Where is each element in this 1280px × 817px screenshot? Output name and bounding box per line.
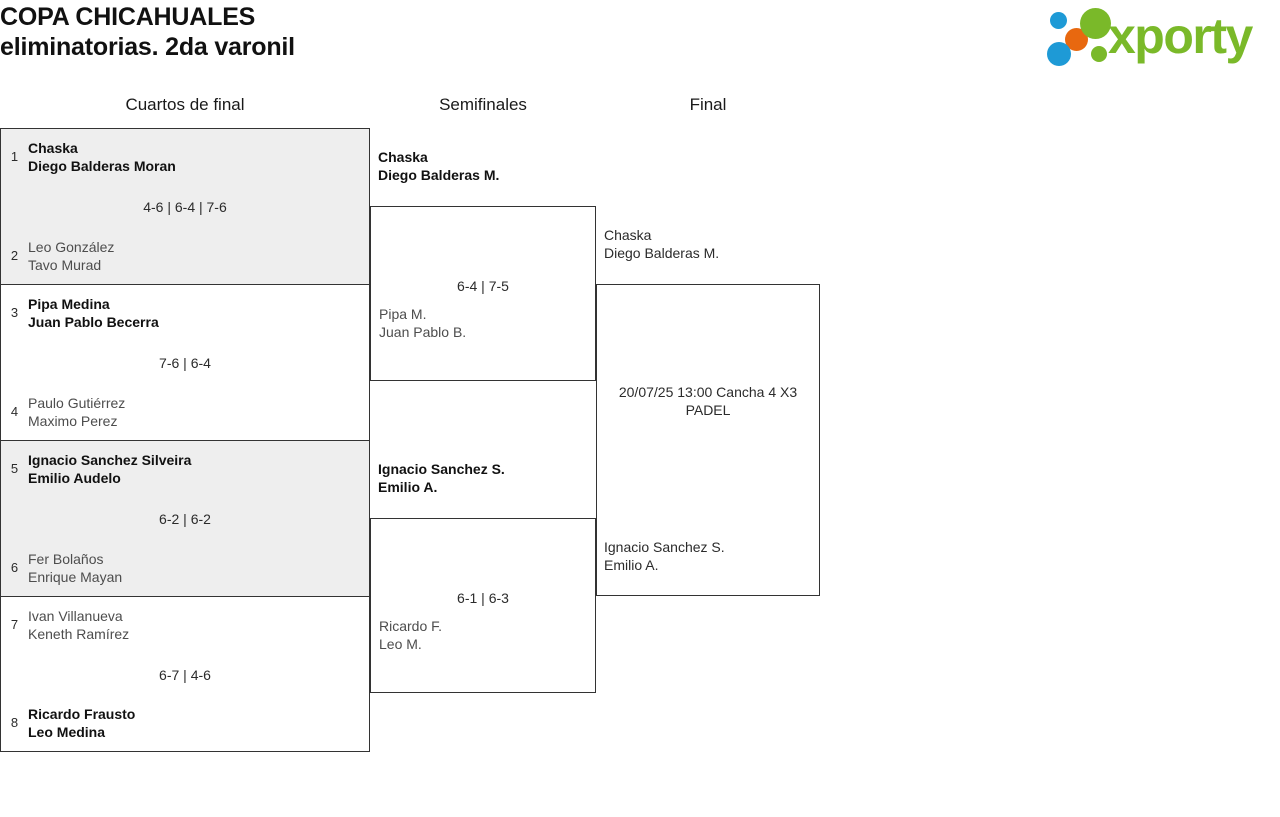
seed-number: 5 — [10, 461, 19, 476]
player-name: Diego Balderas Moran — [28, 158, 176, 174]
team-names: Ignacio Sanchez Silveira Emilio Audelo — [28, 451, 191, 487]
semifinal-2-winner-label[interactable]: Ignacio Sanchez S. Emilio A. — [378, 460, 596, 496]
xporty-logo[interactable]: xporty — [1042, 6, 1272, 68]
team-names: Fer Bolaños Enrique Mayan — [28, 550, 122, 586]
player-name: Leo M. — [379, 636, 422, 652]
team-names: Chaska Diego Balderas Moran — [28, 139, 176, 175]
seed-number: 1 — [10, 149, 19, 164]
match-score: 6-4 | 7-5 — [457, 278, 509, 294]
page-title: COPA CHICAHUALES eliminatorias. 2da varo… — [0, 2, 295, 62]
match-quarterfinal-2[interactable]: 3 Pipa Medina Juan Pablo Becerra 7-6 | 6… — [0, 284, 370, 440]
match-team-top[interactable]: 3 Pipa Medina Juan Pablo Becerra — [8, 295, 361, 331]
logo-wordmark: xporty — [1108, 8, 1253, 64]
final-schedule-info: 20/07/25 13:00 Cancha 4 X3 PADEL — [597, 383, 819, 419]
player-name: Emilio A. — [604, 557, 659, 573]
player-name: Fer Bolaños — [28, 551, 104, 567]
player-name: Juan Pablo B. — [379, 324, 467, 340]
player-name: Tavo Murad — [28, 257, 102, 273]
team-names: Ricardo Frausto Leo Medina — [28, 705, 135, 741]
match-team-bottom[interactable]: 4 Paulo Gutiérrez Maximo Perez — [8, 394, 361, 430]
match-quarterfinal-4[interactable]: 7 Ivan Villanueva Keneth Ramírez 6-7 | 4… — [0, 596, 370, 752]
player-name: Diego Balderas M. — [378, 167, 500, 183]
match-quarterfinal-3[interactable]: 5 Ignacio Sanchez Silveira Emilio Audelo… — [0, 440, 370, 596]
logo-dot-orange — [1065, 28, 1088, 51]
match-score: 6-7 | 4-6 — [159, 667, 211, 683]
seed-number: 2 — [10, 248, 19, 263]
player-name: Emilio A. — [378, 479, 438, 495]
player-name: Diego Balderas M. — [604, 245, 720, 261]
match-score: 4-6 | 6-4 | 7-6 — [143, 199, 227, 215]
player-name: Pipa M. — [379, 306, 427, 322]
match-score: 6-1 | 6-3 — [457, 590, 509, 606]
team-names: Pipa Medina Juan Pablo Becerra — [28, 295, 159, 331]
match-team-top[interactable]: 5 Ignacio Sanchez Silveira Emilio Audelo — [8, 451, 361, 487]
player-name: Ignacio Sanchez S. — [604, 539, 725, 555]
seed-number: 6 — [10, 560, 19, 575]
match-team-top[interactable]: 7 Ivan Villanueva Keneth Ramírez — [8, 607, 361, 643]
player-name: Ivan Villanueva — [28, 608, 123, 624]
round-header-semifinals: Semifinales — [439, 95, 527, 114]
player-name: Emilio Audelo — [28, 470, 121, 486]
player-name: Chaska — [378, 149, 428, 165]
seed-number: 3 — [10, 305, 19, 320]
player-name: Chaska — [28, 140, 78, 156]
player-name: Pipa Medina — [28, 296, 110, 312]
round-header-final: Final — [689, 95, 727, 114]
logo-dot-green-large — [1080, 8, 1111, 39]
logo-dot-green-small — [1091, 46, 1107, 62]
title-line-1: COPA CHICAHUALES — [0, 3, 256, 31]
player-name: Maximo Perez — [28, 413, 118, 429]
team-names: Leo González Tavo Murad — [28, 238, 114, 274]
semifinal-1-loser-label[interactable]: Pipa M. Juan Pablo B. — [379, 305, 589, 341]
player-name: Ricardo F. — [379, 618, 443, 634]
semifinal-2-loser-label[interactable]: Ricardo F. Leo M. — [379, 617, 589, 653]
player-name: Leo Medina — [28, 724, 106, 740]
final-schedule-line-2: PADEL — [685, 402, 731, 418]
match-team-bottom[interactable]: 6 Fer Bolaños Enrique Mayan — [8, 550, 361, 586]
seed-number: 7 — [10, 617, 19, 632]
team-names: Ivan Villanueva Keneth Ramírez — [28, 607, 129, 643]
seed-number: 4 — [10, 404, 19, 419]
logo-dot-blue-small — [1050, 12, 1067, 29]
player-name: Juan Pablo Becerra — [28, 314, 159, 330]
player-name: Paulo Gutiérrez — [28, 395, 126, 411]
match-final[interactable]: 20/07/25 13:00 Cancha 4 X3 PADEL — [596, 284, 820, 596]
player-name: Enrique Mayan — [28, 569, 123, 585]
match-semifinal-2[interactable]: 6-1 | 6-3 Ricardo F. Leo M. — [370, 518, 596, 693]
match-quarterfinal-1[interactable]: 1 Chaska Diego Balderas Moran 4-6 | 6-4 … — [0, 128, 370, 284]
match-team-bottom[interactable]: 2 Leo González Tavo Murad — [8, 238, 361, 274]
semifinal-1-winner-label[interactable]: Chaska Diego Balderas M. — [378, 148, 596, 184]
match-score: 7-6 | 6-4 — [159, 355, 211, 371]
title-line-2: eliminatorias. 2da varonil — [0, 33, 295, 61]
player-name: Ignacio Sanchez Silveira — [28, 452, 192, 468]
match-team-top[interactable]: 1 Chaska Diego Balderas Moran — [8, 139, 361, 175]
final-team-bottom[interactable]: Ignacio Sanchez S. Emilio A. — [604, 538, 818, 574]
logo-dots-icon — [1042, 6, 1128, 68]
player-name: Leo González — [28, 239, 115, 255]
match-score: 6-2 | 6-2 — [159, 511, 211, 527]
player-name: Chaska — [604, 227, 652, 243]
round-header-quarterfinals: Cuartos de final — [125, 95, 245, 114]
player-name: Ricardo Frausto — [28, 706, 136, 722]
match-team-bottom[interactable]: 8 Ricardo Frausto Leo Medina — [8, 705, 361, 741]
logo-dot-blue-large — [1047, 42, 1071, 66]
final-schedule-line-1: 20/07/25 13:00 Cancha 4 X3 — [618, 384, 798, 400]
player-name: Ignacio Sanchez S. — [378, 461, 505, 477]
seed-number: 8 — [10, 715, 19, 730]
match-semifinal-1[interactable]: 6-4 | 7-5 Pipa M. Juan Pablo B. — [370, 206, 596, 381]
team-names: Paulo Gutiérrez Maximo Perez — [28, 394, 125, 430]
player-name: Keneth Ramírez — [28, 626, 130, 642]
final-team-top[interactable]: Chaska Diego Balderas M. — [604, 226, 818, 262]
